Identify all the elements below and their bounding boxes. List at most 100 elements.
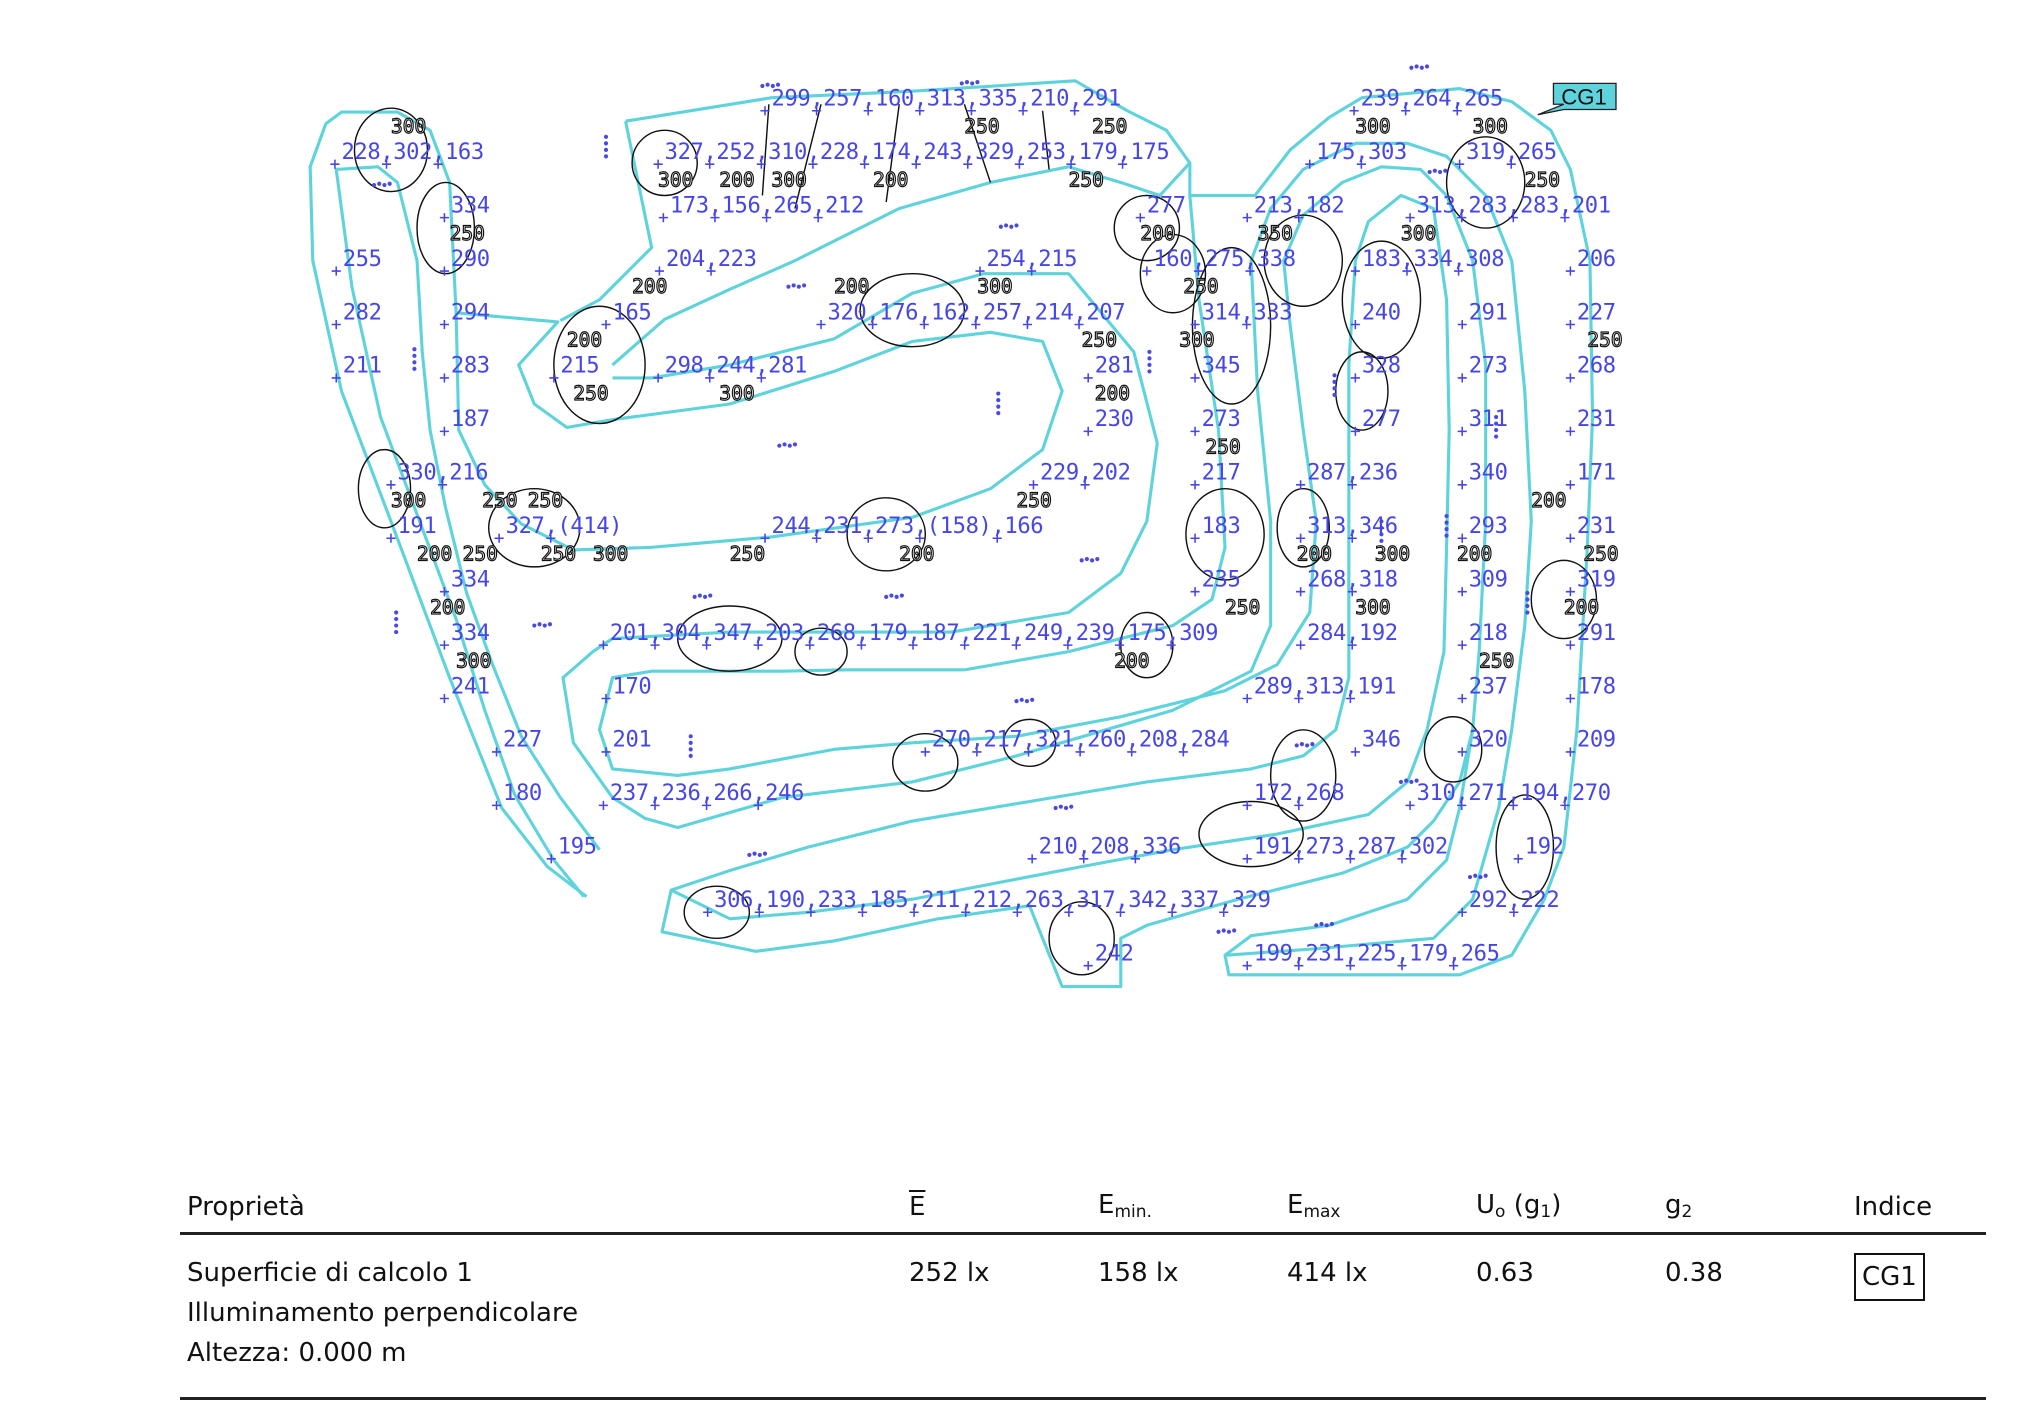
isoline-label: 250 bbox=[964, 115, 999, 138]
luminaire-dot bbox=[688, 740, 693, 745]
grid-point-marker bbox=[705, 159, 715, 169]
luminaire-dot bbox=[1443, 168, 1448, 173]
luminaire-dot bbox=[1030, 697, 1035, 702]
isoline-label: 200 bbox=[1114, 649, 1149, 672]
grid-point-marker bbox=[439, 693, 449, 704]
illuminance-value-group: 273 bbox=[1202, 406, 1241, 432]
luminaire-dot bbox=[1324, 923, 1329, 928]
luminaire-dot bbox=[532, 623, 537, 628]
grid-point-marker bbox=[705, 373, 715, 383]
luminaire-dot bbox=[1414, 778, 1419, 783]
isoline-label: 200 bbox=[1564, 596, 1599, 619]
grid-point-marker bbox=[1079, 854, 1089, 864]
surface-height: Altezza: 0.000 m bbox=[187, 1338, 407, 1368]
grid-point-marker bbox=[1219, 907, 1229, 917]
grid-point-marker bbox=[1350, 266, 1360, 276]
grid-point-marker bbox=[813, 213, 823, 223]
grid-point-marker bbox=[1294, 213, 1304, 223]
luminaire-dot bbox=[1221, 928, 1226, 933]
isoline-label: 300 bbox=[658, 168, 693, 191]
grid-point-marker bbox=[654, 266, 664, 276]
luminaire-dot bbox=[688, 753, 693, 758]
surface-tag-label: CG1 bbox=[1561, 84, 1607, 109]
header-uniformity: Uo (g1) bbox=[1469, 1160, 1658, 1235]
illuminance-value-group: 201,304,347,203,268,179,187,221,249,239,… bbox=[610, 620, 1218, 646]
luminaire-dot bbox=[894, 594, 899, 599]
grid-point-marker bbox=[1075, 747, 1085, 757]
grid-point-marker bbox=[863, 106, 873, 116]
cell-e-average: 252 lx bbox=[902, 1233, 1091, 1400]
luminaire-dot bbox=[996, 404, 1001, 409]
grid-point-marker bbox=[808, 159, 818, 169]
grid-point-marker bbox=[439, 426, 449, 436]
luminaire-dot bbox=[747, 852, 752, 858]
header-e-average: E bbox=[902, 1160, 1091, 1235]
luminaire-dot bbox=[791, 283, 796, 288]
grid-point-marker bbox=[1190, 587, 1200, 597]
luminaire-dot bbox=[537, 622, 542, 627]
luminaire-dot bbox=[1494, 421, 1499, 426]
isoline-label: 200 bbox=[567, 329, 602, 352]
luminaire-dot bbox=[1494, 434, 1499, 439]
illuminance-value-group: 294 bbox=[451, 299, 490, 325]
illuminance-value-group: 237 bbox=[1469, 673, 1508, 699]
grid-point-marker bbox=[1178, 747, 1188, 757]
luminaire-dot bbox=[1314, 923, 1319, 928]
grid-point-marker bbox=[1449, 961, 1459, 971]
grid-point-marker bbox=[710, 213, 720, 223]
illuminance-value-group: 240 bbox=[1362, 299, 1401, 325]
illuminance-value-group: 228,302,163 bbox=[341, 139, 483, 165]
grid-point-marker bbox=[1560, 800, 1570, 810]
grid-point-marker bbox=[1070, 106, 1080, 116]
grid-point-marker bbox=[491, 800, 502, 810]
isoline-label: 200 bbox=[899, 542, 934, 565]
luminaire-dot bbox=[1437, 169, 1443, 175]
grid-point-marker bbox=[961, 907, 971, 917]
header-property: Proprietà bbox=[180, 1160, 902, 1235]
index-badge[interactable]: CG1 bbox=[1854, 1253, 1925, 1301]
cell-index[interactable]: CG1 bbox=[1847, 1233, 1986, 1400]
illuminance-value-group: 340 bbox=[1469, 460, 1508, 486]
grid-point-marker bbox=[653, 159, 663, 169]
luminaire-dot bbox=[1310, 742, 1315, 747]
grid-point-marker bbox=[1012, 907, 1022, 917]
grid-point-marker bbox=[1347, 587, 1357, 597]
grid-point-marker bbox=[920, 747, 930, 757]
luminaire-dot bbox=[1444, 527, 1449, 532]
grid-point-marker bbox=[439, 640, 449, 650]
grid-point-marker bbox=[915, 533, 925, 543]
grid-point-marker bbox=[1452, 106, 1462, 116]
isoline-label: 250 bbox=[730, 542, 765, 565]
grid-point-marker bbox=[1014, 159, 1024, 169]
grid-point-marker bbox=[1457, 426, 1467, 436]
surface-name: Superficie di calcolo 1 bbox=[187, 1258, 473, 1288]
luminaire-dot bbox=[1053, 805, 1058, 811]
luminaire-dot bbox=[1095, 556, 1100, 562]
surface-tag[interactable]: CG1 bbox=[1537, 82, 1617, 116]
grid-point-marker bbox=[1405, 800, 1415, 810]
illuminance-value-group: 255 bbox=[343, 246, 382, 272]
grid-point-marker bbox=[1296, 480, 1306, 490]
luminaire-dot bbox=[762, 851, 768, 856]
grid-point-marker bbox=[1166, 640, 1176, 650]
grid-point-marker bbox=[1242, 961, 1252, 971]
grid-point-marker bbox=[331, 373, 341, 383]
grid-point-marker bbox=[598, 800, 608, 810]
luminaire-dot bbox=[1467, 874, 1473, 880]
grid-point-marker bbox=[1115, 907, 1126, 917]
luminaire-dot bbox=[970, 81, 975, 86]
grid-point-marker bbox=[909, 907, 919, 917]
luminaire-dot bbox=[964, 80, 970, 85]
luminaire-dot bbox=[1084, 556, 1089, 562]
isoline-label: 200 bbox=[1531, 489, 1566, 512]
grid-point-marker bbox=[1565, 266, 1575, 276]
illuminance-value-group: 241 bbox=[451, 673, 490, 699]
grid-point-marker bbox=[1296, 533, 1306, 543]
grid-point-marker bbox=[919, 319, 929, 330]
grid-point-marker bbox=[546, 854, 556, 864]
header-e-max: Emax bbox=[1280, 1160, 1469, 1235]
illuminance-value-group: 183 bbox=[1202, 513, 1241, 539]
luminaire-dot bbox=[1432, 168, 1437, 173]
